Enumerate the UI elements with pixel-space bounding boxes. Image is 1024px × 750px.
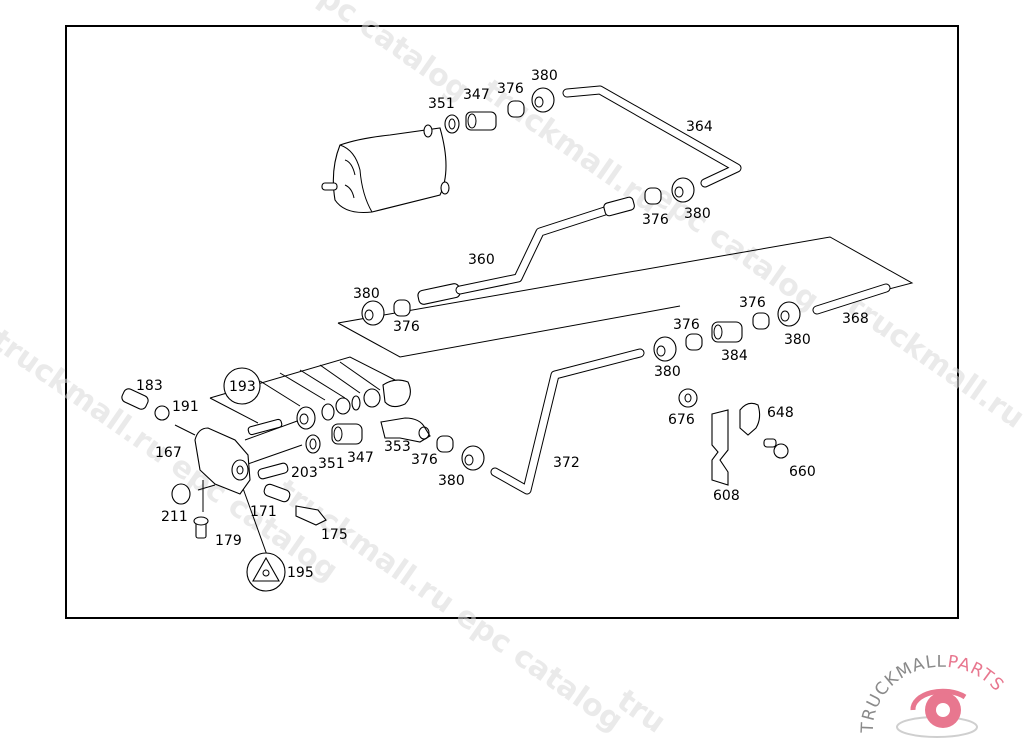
- label-380[interactable]: 380: [531, 68, 558, 84]
- label-364[interactable]: 364: [686, 119, 713, 135]
- label-608[interactable]: 608: [713, 488, 740, 504]
- label-351[interactable]: 351: [318, 456, 345, 472]
- label-676[interactable]: 676: [668, 412, 695, 428]
- label-380[interactable]: 380: [784, 332, 811, 348]
- label-384[interactable]: 384: [721, 348, 748, 364]
- label-175[interactable]: 175: [321, 527, 348, 543]
- fuel-lines: [455, 85, 891, 495]
- label-368[interactable]: 368: [842, 311, 869, 327]
- label-195[interactable]: 195: [287, 565, 314, 581]
- label-380[interactable]: 380: [438, 473, 465, 489]
- fittings: [296, 87, 801, 471]
- label-353[interactable]: 353: [384, 439, 411, 455]
- watermark-text: epc catalog: [645, 178, 825, 319]
- label-660[interactable]: 660: [789, 464, 816, 480]
- label-211[interactable]: 211: [161, 509, 188, 525]
- label-347[interactable]: 347: [347, 450, 374, 466]
- label-351[interactable]: 351: [428, 96, 455, 112]
- diagram-frame: [65, 25, 959, 619]
- label-183[interactable]: 183: [136, 378, 163, 394]
- watermark-text: truckmall.ru epc catalog: [270, 473, 629, 739]
- bracket-parts: [678, 388, 789, 486]
- label-380[interactable]: 380: [654, 364, 681, 380]
- label-376[interactable]: 376: [393, 319, 420, 335]
- valve-assembly: [121, 367, 327, 592]
- watermark-text: tru: [610, 683, 671, 741]
- label-376[interactable]: 376: [673, 317, 700, 333]
- label-191[interactable]: 191: [172, 399, 199, 415]
- label-380[interactable]: 380: [353, 286, 380, 302]
- label-360[interactable]: 360: [468, 252, 495, 268]
- label-376[interactable]: 376: [642, 212, 669, 228]
- label-171[interactable]: 171: [250, 504, 277, 520]
- label-648[interactable]: 648: [767, 405, 794, 421]
- label-167[interactable]: 167: [155, 445, 182, 461]
- label-203[interactable]: 203: [291, 465, 318, 481]
- label-372[interactable]: 372: [553, 455, 580, 471]
- label-376[interactable]: 376: [497, 81, 524, 97]
- label-380[interactable]: 380: [684, 206, 711, 222]
- part-labels: 351 347 376 380 364 376 380 360 380 376 …: [136, 68, 869, 581]
- label-193[interactable]: 193: [229, 379, 256, 395]
- label-179[interactable]: 179: [215, 533, 242, 549]
- truckmall-parts-logo: TRUCKMALLPARTS: [858, 655, 1007, 738]
- leader-lines: [174, 236, 914, 556]
- label-376[interactable]: 376: [739, 295, 766, 311]
- watermark-text: epc catalog: [295, 0, 475, 108]
- label-376[interactable]: 376: [411, 452, 438, 468]
- gear-icon: [910, 688, 967, 728]
- label-347[interactable]: 347: [463, 87, 490, 103]
- fuel-filter: [321, 124, 450, 214]
